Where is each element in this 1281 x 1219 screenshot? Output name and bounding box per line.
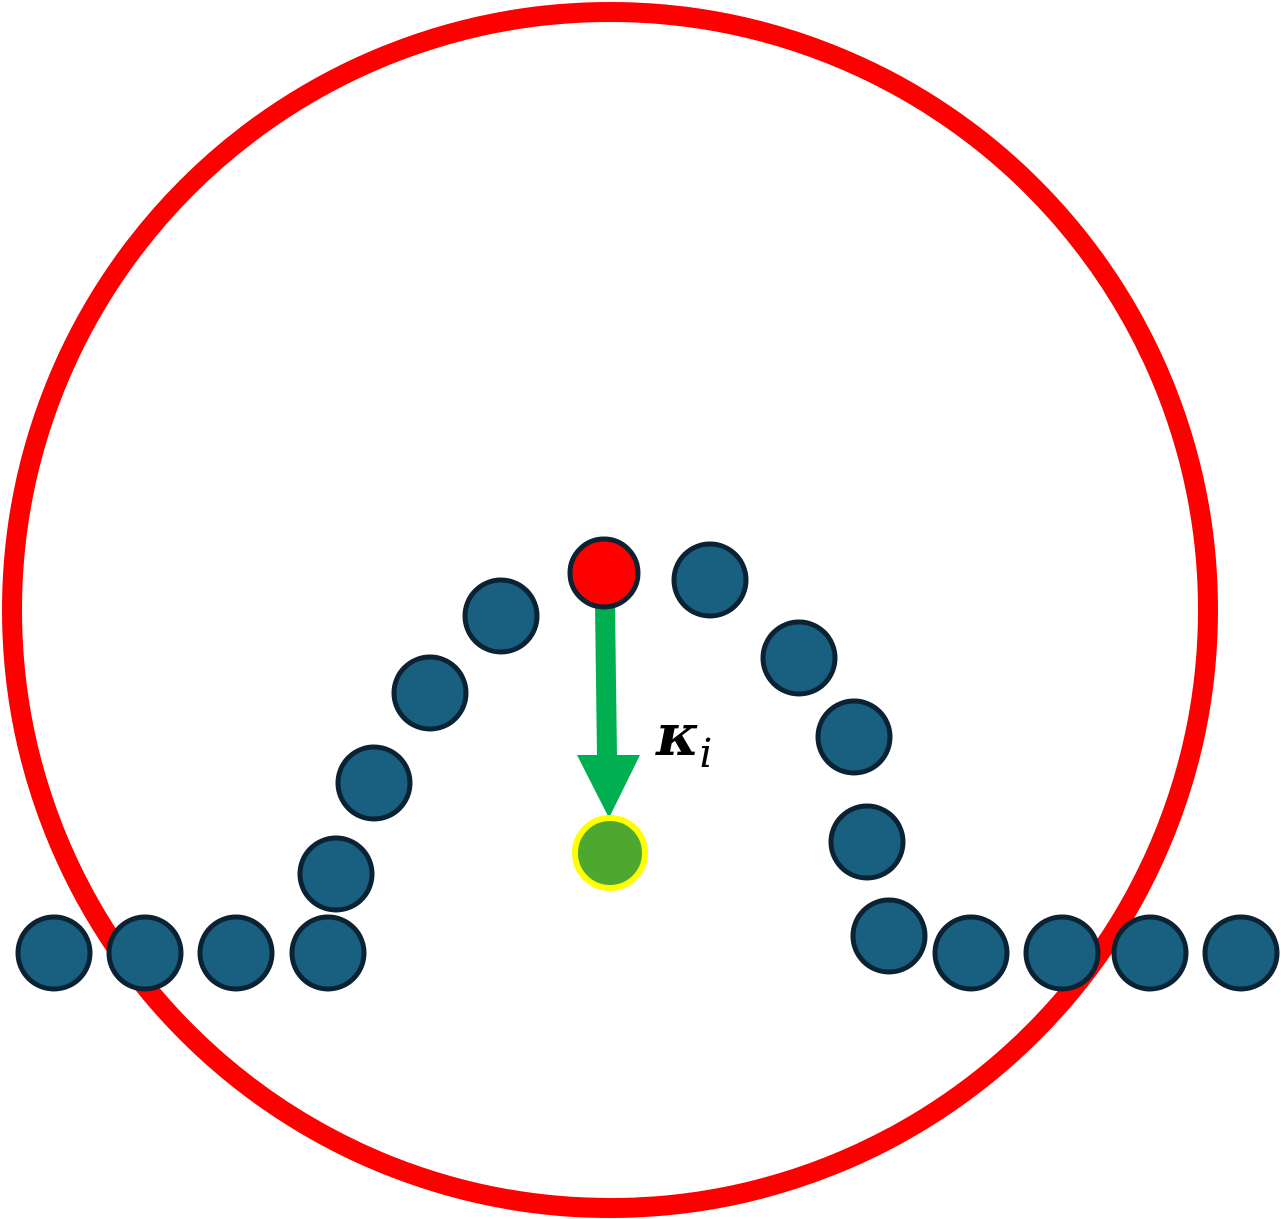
arrow-shaft <box>595 605 617 757</box>
down-arrow-icon <box>577 605 640 818</box>
arrow-head <box>577 755 640 818</box>
selected-particle <box>567 536 641 610</box>
particle <box>1111 914 1189 992</box>
particle <box>1023 914 1101 992</box>
particle <box>671 541 749 619</box>
neighborhood-circle <box>2 2 1218 1218</box>
particle <box>391 654 469 732</box>
particle-group <box>15 541 1280 992</box>
particle <box>828 803 906 881</box>
particle <box>289 914 367 992</box>
particle <box>335 744 413 822</box>
particle <box>850 897 928 975</box>
particle <box>815 698 893 776</box>
target-point <box>572 815 648 891</box>
particle <box>15 914 93 992</box>
particle <box>197 914 275 992</box>
particle <box>1202 914 1280 992</box>
kappa-subscript: i <box>699 731 712 777</box>
particle <box>462 577 540 655</box>
particle <box>106 914 184 992</box>
particle <box>297 835 375 913</box>
kappa-label: κi <box>655 701 712 777</box>
particle <box>760 619 838 697</box>
kappa-symbol: κ <box>655 701 699 769</box>
particle <box>932 914 1010 992</box>
